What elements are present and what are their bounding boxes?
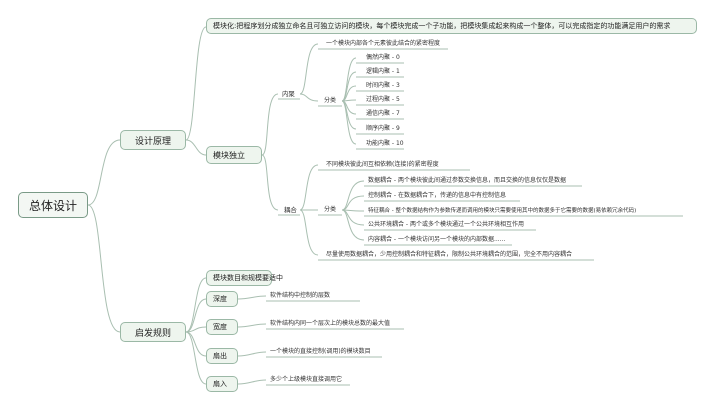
cohesion-type[interactable]: 过程内聚 - 5: [366, 96, 400, 103]
heuristic-rules-node[interactable]: 启发规则: [120, 322, 186, 342]
coupling-type[interactable]: 内容耦合 - 一个模块访问另一个模块的内部数据......: [368, 236, 506, 243]
module-size-node[interactable]: 模块数目和规模要适中: [206, 270, 283, 286]
depth-node[interactable]: 深度: [206, 291, 238, 307]
cohesion-type[interactable]: 顺序内聚 - 9: [366, 125, 400, 132]
coupling-advice[interactable]: 尽量使用数据耦合，少用控制耦合和特征耦合，限制公共环境耦合的范围，完全不用内容耦…: [326, 251, 573, 258]
modularization-node[interactable]: 模块化:把程序划分成独立命名且可独立访问的模块，每个模块完成一个子功能，把模块集…: [206, 18, 697, 34]
cohesion-type[interactable]: 逻辑内聚 - 1: [366, 68, 400, 75]
coupling-type[interactable]: 公共环境耦合 - 两个或多个模块通过一个公共环境相互作用: [368, 221, 524, 228]
coupling-topic[interactable]: 耦合: [284, 206, 297, 214]
coupling-classification[interactable]: 分类: [324, 206, 337, 213]
cohesion-type[interactable]: 通信内聚 - 7: [366, 110, 400, 117]
root-node[interactable]: 总体设计: [18, 192, 88, 218]
module-independence-node[interactable]: 模块独立: [206, 146, 262, 164]
coupling-definition[interactable]: 不同模块彼此间互相依赖(连接)的紧密程度: [326, 161, 439, 168]
fan-in-description[interactable]: 多少个上级模块直接调用它: [270, 376, 343, 383]
coupling-type[interactable]: 控制耦合 - 在数据耦合下，传递的信息中有控制信息: [368, 192, 506, 199]
coupling-type[interactable]: 特征耦合 - 整个数据结构作为参数传递而调用的模块只需要使用其中的数据多于它需要…: [368, 208, 637, 214]
coupling-type[interactable]: 数据耦合 - 两个模块彼此间通过参数交换信息，而且交换的信息仅仅是数据: [368, 177, 566, 184]
cohesion-type[interactable]: 功能内聚 - 10: [366, 140, 404, 147]
depth-description[interactable]: 软件结构中控制的层数: [270, 292, 331, 299]
width-node[interactable]: 宽度: [206, 319, 238, 335]
cohesion-topic[interactable]: 内聚: [282, 90, 295, 98]
cohesion-definition[interactable]: 一个模块内部各个元素彼此结合的紧密程度: [326, 40, 441, 47]
fan-in-node[interactable]: 扇入: [206, 376, 238, 392]
fan-out-node[interactable]: 扇出: [206, 348, 238, 364]
design-principles-node[interactable]: 设计原理: [120, 130, 186, 150]
fan-out-description[interactable]: 一个模块的直接控制(调用)的模块数目: [270, 348, 371, 355]
cohesion-classification[interactable]: 分类: [324, 97, 337, 104]
cohesion-type[interactable]: 偶然内聚 - 0: [366, 54, 400, 61]
cohesion-type[interactable]: 时间内聚 - 3: [366, 82, 400, 89]
width-description[interactable]: 软件结构内同一个层次上的模块总数的最大值: [270, 320, 391, 327]
